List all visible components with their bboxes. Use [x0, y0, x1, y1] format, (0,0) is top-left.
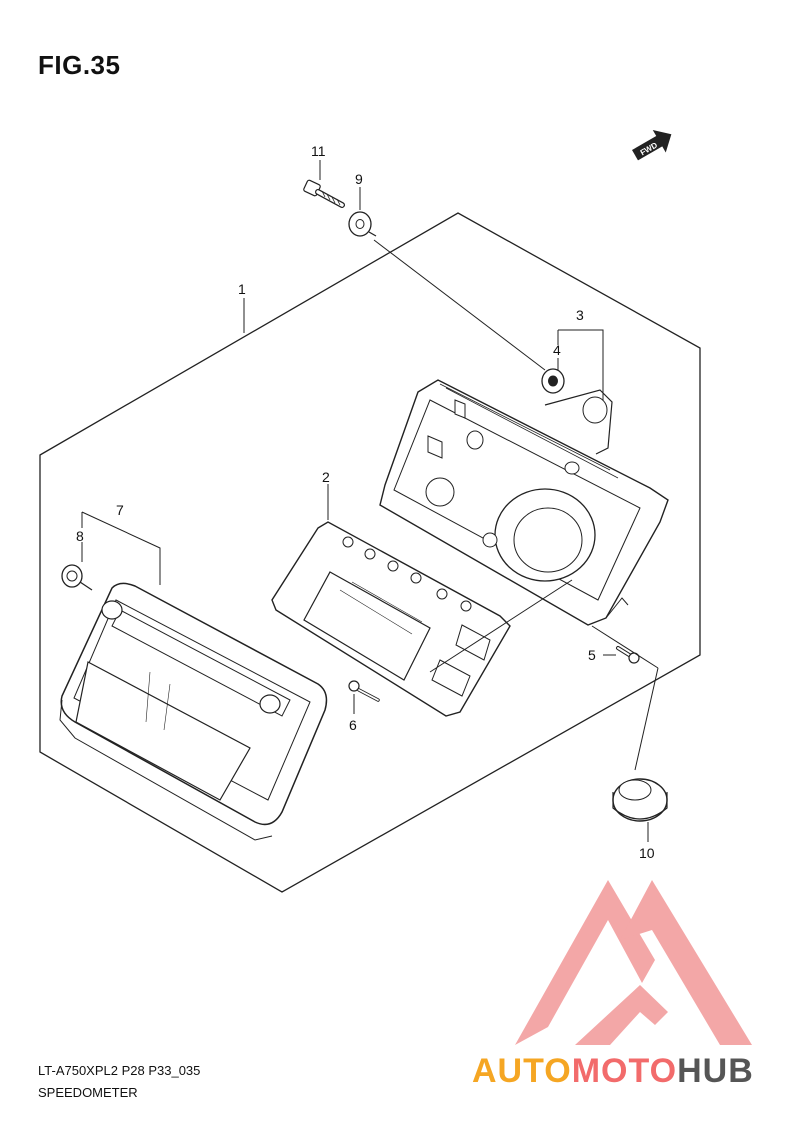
callout-1: 1 [238, 281, 246, 297]
screw-11-icon [303, 179, 345, 208]
fwd-arrow-icon: FWD [632, 129, 672, 161]
figure-code: LT-A750XPL2 P28 P33_035 [38, 1063, 201, 1078]
callout-6: 6 [349, 717, 357, 733]
figure-name: SPEEDOMETER [38, 1085, 138, 1100]
callout-10: 10 [639, 845, 655, 861]
callout-11: 11 [311, 143, 326, 159]
collar-9-icon [348, 211, 377, 237]
screw-6-icon [348, 680, 380, 702]
watermark-text: AUTOMOTOHUB [472, 1052, 754, 1090]
watermark-logo-icon [515, 880, 752, 1045]
grommet-4-icon [541, 368, 565, 394]
front-cover-7 [59, 582, 328, 841]
button-8-icon [61, 564, 93, 591]
callout-7: 7 [116, 502, 124, 518]
figure-title: FIG.35 [38, 50, 121, 80]
watermark-part-auto: AUTO [472, 1052, 572, 1090]
grommet-10-icon [612, 778, 668, 822]
callout-2: 2 [322, 469, 330, 485]
callout-3: 3 [576, 307, 584, 323]
watermark-part-moto: MOTO [572, 1052, 677, 1090]
meter-assembly-2 [271, 521, 511, 717]
callout-4: 4 [553, 342, 561, 358]
callout-8: 8 [76, 528, 84, 544]
assembly-frame [39, 212, 701, 893]
watermark-part-hub: HUB [677, 1052, 754, 1090]
screw-5-icon [616, 646, 640, 664]
callout-5: 5 [588, 647, 596, 663]
rear-case [379, 379, 669, 626]
callout-9: 9 [355, 171, 363, 187]
